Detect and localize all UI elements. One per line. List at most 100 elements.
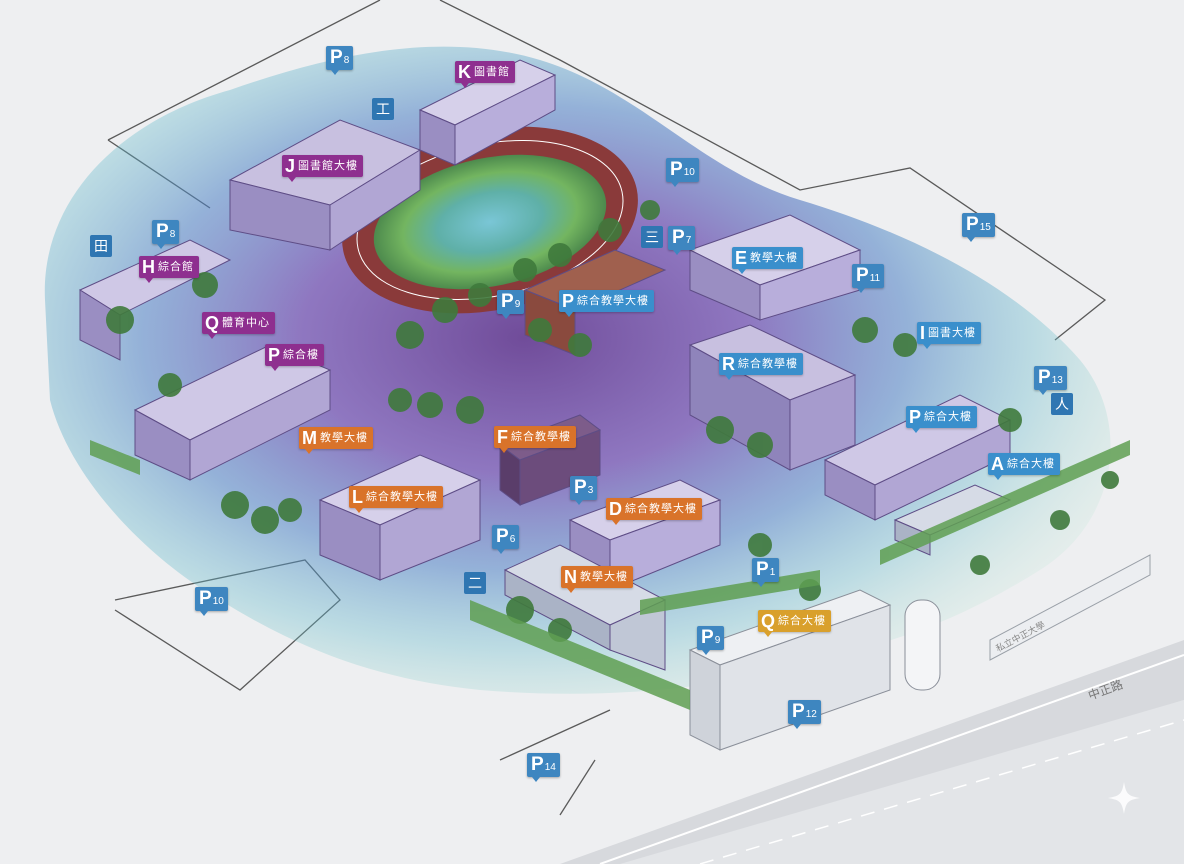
building-code: F (497, 427, 508, 447)
building-code: P (562, 291, 575, 311)
parking-number: 13 (1051, 375, 1063, 386)
building-code: I (920, 323, 926, 343)
building-code: P (268, 345, 281, 365)
parking-letter: P (501, 291, 514, 312)
building-code: P (909, 407, 922, 427)
building-code: J (285, 156, 296, 176)
building-name: 綜合教學樓 (738, 358, 798, 370)
building-name: 圖書館大樓 (298, 160, 359, 172)
building-code: R (722, 354, 735, 374)
building-name: 教學大樓 (320, 432, 368, 444)
building-name: 綜合教學樓 (511, 431, 571, 443)
building-code: E (735, 248, 748, 268)
building-code: M (302, 428, 317, 448)
parking-number: 9 (514, 299, 521, 310)
building-name: 綜合教學大樓 (577, 295, 650, 307)
parking-letter: P (574, 477, 587, 498)
building-code: Q (761, 611, 776, 631)
facility-icon-east[interactable]: 人 (1051, 393, 1073, 415)
building-name: 綜合教學大樓 (366, 491, 438, 503)
building-code: D (609, 499, 622, 519)
parking-letter: P (670, 159, 683, 180)
building-name: 綜合館 (158, 261, 194, 273)
building-code: K (458, 62, 471, 82)
parking-letter: P (330, 47, 343, 68)
parking-letter: P (496, 526, 509, 547)
parking-letter: P (856, 265, 869, 286)
building-name: 綜合大樓 (778, 615, 827, 627)
building-name: 圖書館 (474, 66, 510, 78)
building-name: 綜合樓 (283, 349, 320, 361)
building-name: 體育中心 (222, 317, 271, 329)
building-name: 綜合大樓 (1007, 458, 1055, 470)
facility-icon-south[interactable]: 二 (464, 572, 486, 594)
parking-number: 6 (509, 534, 516, 545)
parking-number: 12 (805, 709, 817, 720)
building-code: Q (205, 313, 220, 333)
parking-number: 1 (769, 567, 776, 578)
parking-letter: P (792, 701, 805, 722)
parking-letter: P (531, 754, 544, 775)
parking-letter: P (1038, 367, 1051, 388)
building-name: 綜合大樓 (924, 411, 973, 423)
building-code: H (142, 257, 155, 277)
parking-number: 8 (169, 229, 176, 240)
parking-letter: P (966, 214, 979, 235)
parking-number: 10 (683, 167, 695, 178)
parking-letter: P (756, 559, 769, 580)
parking-letter: P (701, 627, 714, 648)
building-name: 教學大樓 (750, 252, 799, 264)
parking-number: 10 (212, 596, 224, 607)
parking-letter: P (156, 221, 169, 242)
south-road (560, 640, 1184, 864)
parking-number: 11 (869, 273, 881, 284)
facility-icon-center[interactable]: 三 (641, 226, 663, 248)
parking-number: 14 (544, 762, 556, 773)
building-name: 圖書大樓 (928, 327, 977, 339)
parking-letter: P (199, 588, 212, 609)
building-name: 教學大樓 (580, 571, 628, 583)
parking-letter: P (672, 227, 685, 248)
parking-number: 7 (685, 235, 692, 246)
building-code: A (991, 454, 1004, 474)
building-code: L (352, 487, 363, 507)
facility-icon-top[interactable]: 工 (372, 98, 394, 120)
facility-icon-west[interactable]: 田 (90, 235, 112, 257)
building-name: 綜合教學大樓 (625, 503, 697, 515)
parking-number: 15 (979, 222, 991, 233)
